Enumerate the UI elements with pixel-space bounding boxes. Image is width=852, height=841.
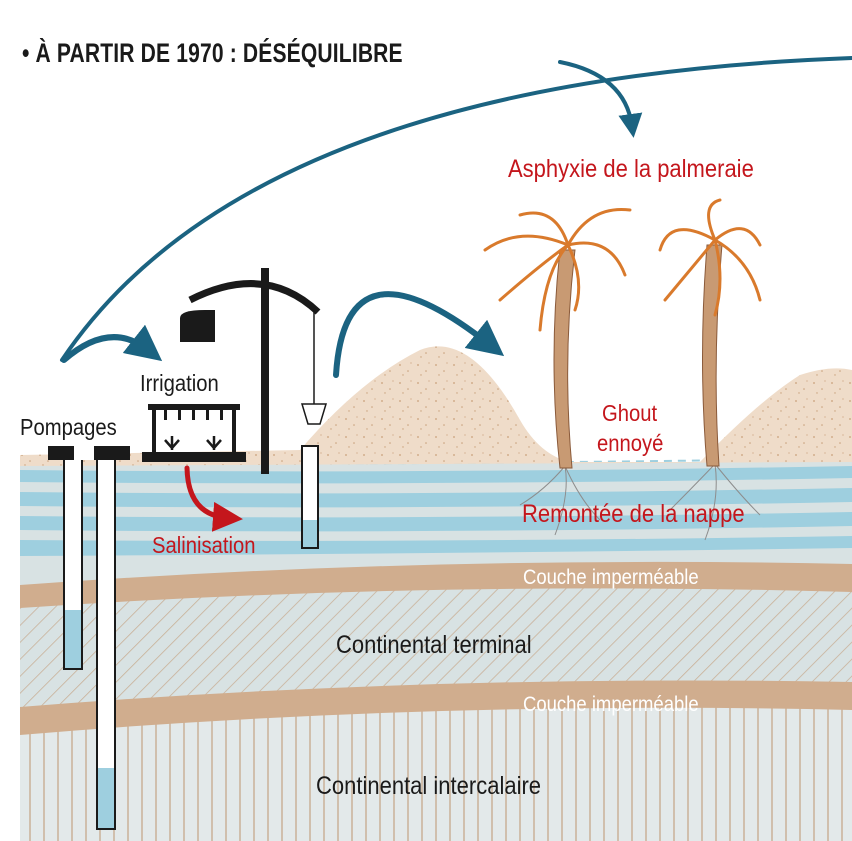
label-ghout-line1: Ghout xyxy=(602,400,658,426)
label-asphyxie: Asphyxie de la palmeraie xyxy=(508,155,754,183)
label-continental-intercalaire: Continental intercalaire xyxy=(316,772,542,800)
pump-wells xyxy=(48,445,319,830)
arrow-pompages-to-palmeraie xyxy=(60,56,852,362)
arrow-pompages-to-irrigation xyxy=(61,324,163,363)
flow-arrows xyxy=(60,56,852,532)
shaduf xyxy=(180,268,328,474)
continental-intercalaire-layer xyxy=(20,697,852,841)
label-salinisation: Salinisation xyxy=(152,532,256,558)
groundwater-layer xyxy=(19,457,852,585)
label-couche-2: Couche imperméable xyxy=(523,693,699,716)
arrow-down-to-asphyxie xyxy=(558,60,643,138)
continental-terminal-layer xyxy=(20,577,852,707)
arrow-well-to-palms xyxy=(333,291,505,378)
diagram-title: • À PARTIR DE 1970 : DÉSÉQUILIBRE xyxy=(22,38,403,68)
irrigation-rig xyxy=(142,404,246,462)
sand-dunes xyxy=(20,346,852,466)
label-continental-terminal: Continental terminal xyxy=(336,631,532,659)
arrow-salinisation xyxy=(184,465,243,532)
palm-roots xyxy=(519,463,761,541)
label-ghout-line2: ennoyé xyxy=(597,430,664,456)
palm-fronds xyxy=(483,198,762,332)
label-pompages: Pompages xyxy=(20,414,117,440)
label-irrigation: Irrigation xyxy=(140,370,219,396)
label-couche-1: Couche imperméable xyxy=(523,566,699,589)
label-remontee: Remontée de la nappe xyxy=(522,500,745,528)
